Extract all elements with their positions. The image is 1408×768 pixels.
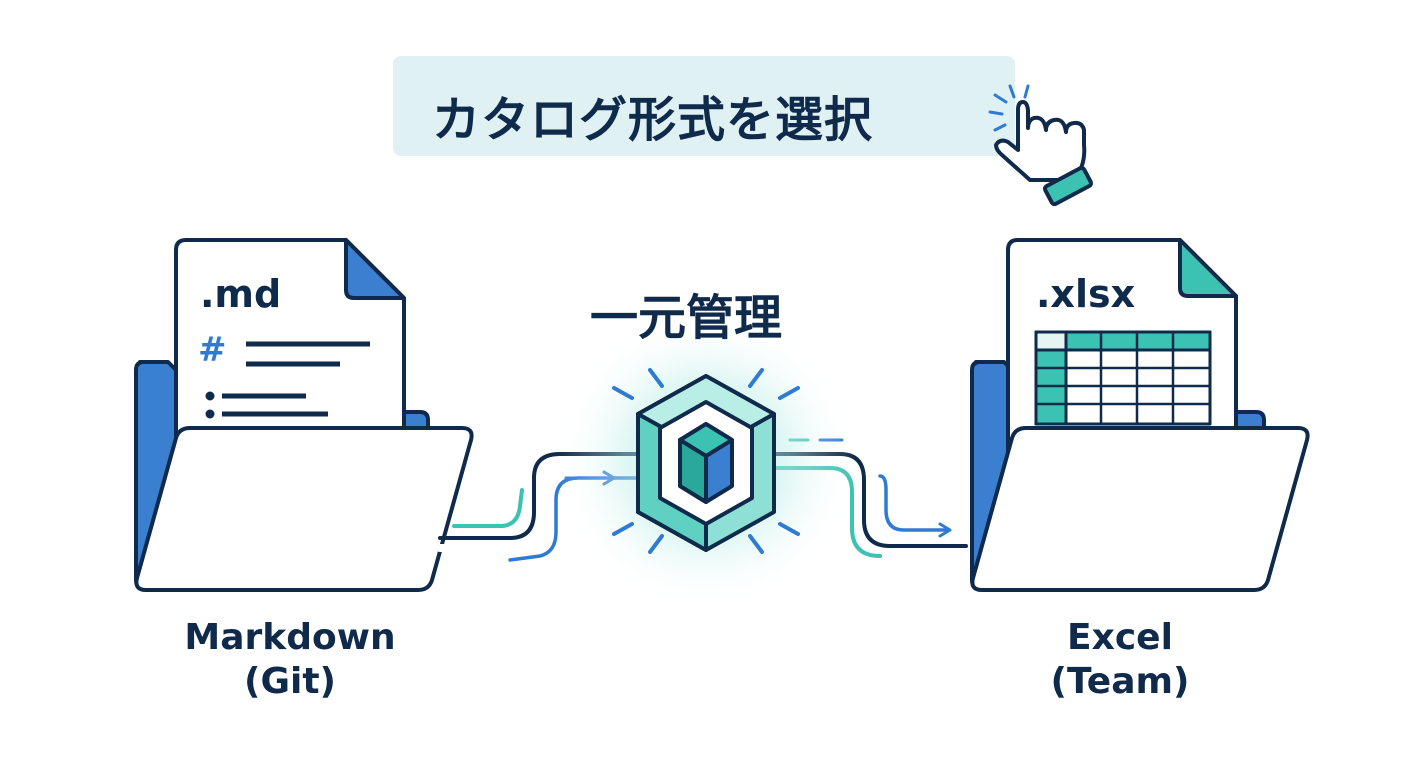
excel-caption-line2: (Team) [1050, 661, 1190, 702]
spreadsheet-grid [1034, 330, 1212, 426]
folder-front [970, 426, 1310, 592]
markdown-caption-line2: (Git) [243, 661, 336, 702]
markdown-caption-line1: Markdown [184, 617, 396, 658]
hand-pointer-icon [988, 84, 1094, 207]
title-banner [393, 56, 1015, 156]
excel-caption: Excel (Team) [1000, 616, 1240, 704]
center-label: 一元管理 [590, 290, 783, 346]
excel-extension-label: .xlsx [1036, 272, 1136, 316]
markdown-caption: Markdown (Git) [170, 616, 410, 704]
excel-caption-line1: Excel [1067, 617, 1173, 658]
excel-folder [970, 238, 1310, 592]
hub-rays [612, 368, 800, 554]
markdown-extension-label: .md [200, 272, 282, 316]
page-title: カタログ形式を選択 [432, 92, 874, 148]
markdown-heading-marker: # [198, 330, 227, 370]
markdown-folder [134, 238, 474, 592]
hexagon-cube-icon [636, 374, 776, 552]
folder-front [134, 426, 474, 592]
